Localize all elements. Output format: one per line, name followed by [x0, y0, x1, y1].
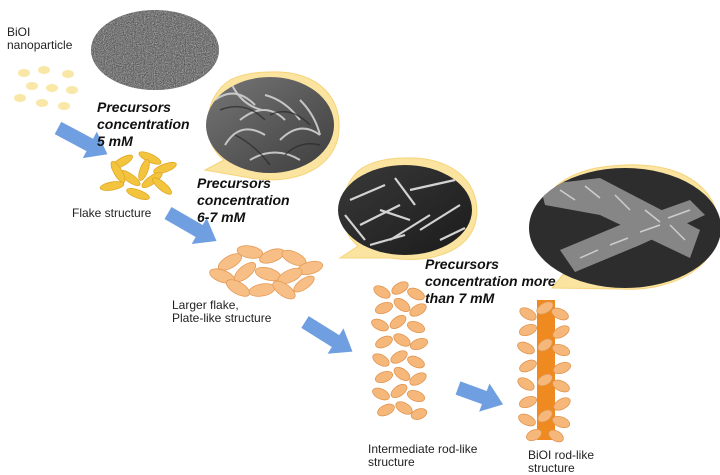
label-concentration-5mm: Precursors concentration 5 mM: [97, 99, 190, 150]
down-right-arrow-icon: [297, 309, 360, 364]
label-concentration-more-than-7mm: Precursors concentration more than 7 mM: [425, 256, 556, 307]
sem-image-nanoparticles: [90, 8, 222, 92]
label-bioi-rod: BiOI rod-like structure: [528, 449, 594, 475]
bioi-rod: [516, 299, 573, 444]
label-concentration-6-7mm: Precursors concentration 6-7 mM: [197, 175, 290, 226]
sem-image-rods: [529, 168, 720, 288]
plate-cluster: [208, 244, 324, 303]
nanoparticle-dots: [14, 66, 78, 110]
intermediate-rod: [370, 279, 429, 421]
right-arrow-icon: [453, 374, 508, 419]
label-intermediate-rod: Intermediate rod-like structure: [368, 443, 477, 469]
label-flake-structure: Flake structure: [72, 207, 151, 220]
flake-cluster: [99, 149, 177, 202]
label-plate-structure: Larger flake, Plate-like structure: [172, 299, 271, 325]
label-bioi-nanoparticle: BiOI nanoparticle: [7, 26, 72, 52]
